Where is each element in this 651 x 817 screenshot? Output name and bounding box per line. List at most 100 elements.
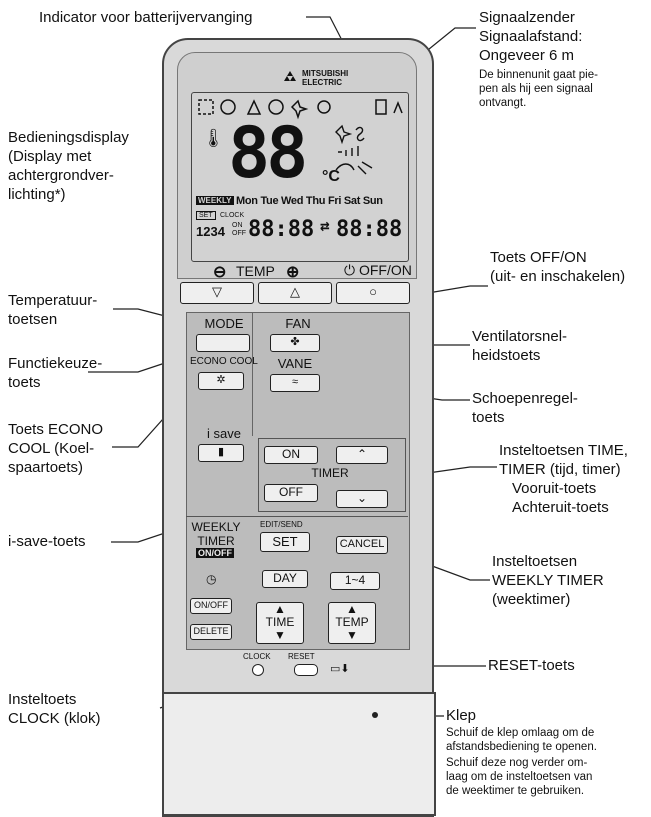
lcd-on-off-tags: ON OFF bbox=[232, 222, 246, 238]
set-button[interactable]: SET bbox=[260, 532, 310, 552]
vane-icon bbox=[335, 161, 373, 175]
offon-label-wrap: ⏻ OFF/ON bbox=[344, 262, 412, 279]
lcd-days: Mon Tue Wed Thu Fri Sat Sun bbox=[236, 195, 383, 207]
reset-label: RESET bbox=[288, 652, 315, 661]
temp-down-button[interactable]: ▽ bbox=[180, 282, 254, 304]
auto-mode-icon bbox=[198, 99, 214, 115]
isave-label: i save bbox=[207, 426, 241, 441]
heat-mode-icon bbox=[268, 99, 284, 115]
label-reset: RESET-toets bbox=[488, 657, 575, 674]
label-display-4: lichting*) bbox=[8, 186, 66, 203]
set-label: SET bbox=[272, 534, 298, 549]
timer-on-label: ON bbox=[282, 447, 300, 461]
brand-logo: MITSUBISHI ELECTRIC bbox=[280, 70, 370, 90]
lcd-fan-vane-icons bbox=[335, 124, 373, 175]
timer-group bbox=[258, 438, 406, 512]
weekly-temp-label: TEMP bbox=[335, 615, 369, 629]
label-fan-1: Ventilatorsnel- bbox=[472, 328, 568, 345]
label-vane-1: Schoepenregel- bbox=[472, 390, 578, 407]
label-time-4: Achteruit-toets bbox=[512, 499, 609, 516]
weekly-timer-label: TIMER bbox=[197, 534, 235, 548]
label-time-3: Vooruit-toets bbox=[512, 480, 597, 497]
fan-button[interactable]: ✤ bbox=[270, 334, 320, 352]
label-clock-1: Insteltoets bbox=[8, 691, 77, 708]
lcd-on-tag: ON bbox=[232, 222, 243, 229]
label-econo-2: COOL (Koel- bbox=[8, 440, 95, 457]
clock-button[interactable] bbox=[252, 664, 264, 676]
fan-label: FAN bbox=[285, 316, 311, 331]
dry-mode-icon bbox=[246, 99, 262, 115]
label-weekly-3: (weektimer) bbox=[492, 591, 571, 608]
brand-name: MITSUBISHI bbox=[302, 69, 349, 78]
timer-label: TIMER bbox=[311, 466, 349, 480]
range-button[interactable]: 1~4 bbox=[330, 572, 380, 590]
label-econo-3: spaartoets) bbox=[8, 459, 84, 476]
label-display-1: Bedieningsdisplay bbox=[8, 129, 129, 146]
offon-label: OFF/ON bbox=[358, 262, 412, 278]
label-clock-2: CLOCK (klok) bbox=[8, 710, 101, 727]
label-weekly-1: Insteltoetsen bbox=[492, 553, 578, 570]
weekly-label: WEEKLY bbox=[191, 520, 241, 534]
econo-cool-button[interactable]: ✲ bbox=[198, 372, 244, 390]
weekly-temp-button[interactable]: ▲TEMP▼ bbox=[328, 602, 376, 644]
label-klep-note-4: laag om de insteltoetsen van bbox=[446, 771, 593, 783]
cancel-button[interactable]: CANCEL bbox=[336, 536, 388, 554]
label-display-2: (Display met bbox=[8, 148, 92, 165]
temp-up-button[interactable]: △ bbox=[258, 282, 332, 304]
weekly-time-button[interactable]: ▲TIME▼ bbox=[256, 602, 304, 644]
weekly-onoff-tag: ON/OFF bbox=[196, 548, 234, 558]
weekly-timer-area bbox=[186, 516, 408, 647]
label-fan-2: heidstoets bbox=[472, 347, 541, 364]
mode-button[interactable] bbox=[196, 334, 250, 352]
label-temp-2: toetsen bbox=[8, 311, 58, 328]
time-up-button[interactable]: ⌃ bbox=[336, 446, 388, 464]
lcd-mode-icons bbox=[198, 99, 403, 120]
lcd-set-tag: SET bbox=[196, 211, 216, 220]
fan-level-icon bbox=[338, 146, 359, 156]
clock-face-icon: ◷ bbox=[206, 572, 217, 586]
temp-plus-icon: ⊕ bbox=[286, 264, 300, 281]
label-time-2: TIMER (tijd, timer) bbox=[499, 461, 621, 478]
weekly-onoff-label: ON/OFF bbox=[194, 600, 228, 610]
divider bbox=[252, 312, 253, 436]
day-button[interactable]: DAY bbox=[262, 570, 308, 588]
offon-button[interactable]: ○ bbox=[336, 282, 410, 304]
label-isave: i-save-toets bbox=[8, 533, 86, 550]
lcd-weekly-tag: WEEKLY bbox=[196, 196, 234, 205]
range-label: 1~4 bbox=[344, 573, 366, 587]
timer-on-button[interactable]: ON bbox=[264, 446, 318, 464]
vane-button[interactable]: ≈ bbox=[270, 374, 320, 392]
lcd-clock-tag: CLOCK bbox=[220, 212, 245, 219]
isave-mode-icon bbox=[317, 100, 331, 114]
label-vane-2: toets bbox=[472, 409, 505, 426]
label-klep-note-5: de weektimer te gebruiken. bbox=[446, 785, 585, 797]
label-emitter-note-3: ontvangt. bbox=[479, 97, 527, 109]
label-emitter-note-1: De binnenunit gaat pie- bbox=[479, 69, 598, 81]
edit-send-label: EDIT/SEND bbox=[260, 520, 303, 529]
weekly-onoff-button[interactable]: ON/OFF bbox=[190, 598, 232, 614]
mode-label: MODE bbox=[204, 316, 244, 331]
power-icon: ⏻ bbox=[344, 262, 356, 278]
reset-button[interactable] bbox=[294, 664, 318, 676]
label-klep-note-1: Schuif de klep omlaag om de bbox=[446, 727, 595, 739]
label-offon-1: Toets OFF/ON bbox=[490, 249, 587, 266]
lcd-time-on: 88:88 bbox=[248, 217, 315, 242]
cancel-label: CANCEL bbox=[339, 538, 385, 550]
middle-panel bbox=[186, 312, 410, 650]
timer-off-label: OFF bbox=[279, 485, 303, 499]
fan-mode-icon bbox=[290, 99, 309, 120]
cool-mode-icon bbox=[220, 99, 236, 115]
cover[interactable] bbox=[162, 692, 436, 816]
timer-off-button[interactable]: OFF bbox=[264, 484, 318, 502]
isave-button[interactable]: ▮ bbox=[198, 444, 244, 462]
delete-button[interactable]: DELETE bbox=[190, 624, 232, 640]
label-emitter-1: Signaalzender bbox=[479, 9, 575, 26]
time-down-button[interactable]: ⌄ bbox=[336, 490, 388, 508]
thermometer-icon: 🌡 bbox=[202, 128, 225, 148]
lcd-time-off: 88:88 bbox=[336, 217, 403, 242]
label-temp-1: Temperatuur- bbox=[8, 292, 98, 309]
battery-icon bbox=[375, 99, 387, 115]
day-label: DAY bbox=[273, 571, 297, 585]
label-func-1: Functiekeuze- bbox=[8, 355, 103, 372]
label-econo-1: Toets ECONO bbox=[8, 421, 104, 438]
